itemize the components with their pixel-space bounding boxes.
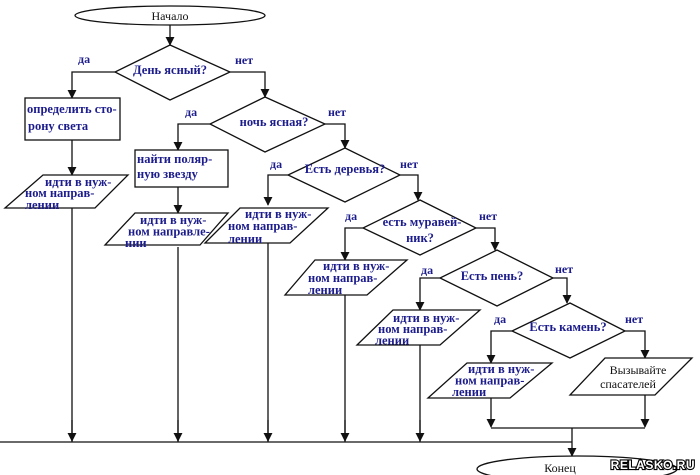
decision-label: ник?: [406, 231, 434, 245]
output-line: лении: [228, 232, 262, 246]
output-line: идти в нуж-: [140, 213, 206, 227]
decision-label: День ясный?: [133, 63, 207, 77]
decision-label: ночь ясная?: [240, 115, 309, 129]
process-line: рону света: [28, 119, 89, 133]
end-label: Конец: [544, 461, 576, 475]
output-line: лении: [375, 334, 409, 348]
output-line: идти в нуж-: [323, 259, 389, 273]
connector: [325, 123, 350, 149]
output-line: ном направ-: [378, 322, 447, 336]
output-line: ном направ-: [228, 219, 297, 233]
output-line: Вызывайте: [610, 363, 667, 377]
connector: [625, 330, 650, 359]
decision-label: Есть камень?: [529, 320, 606, 334]
output-line: спасателей: [600, 377, 656, 391]
yes-label: да: [270, 157, 282, 171]
decision-night-clear: [208, 96, 327, 153]
decision-stump: [438, 249, 555, 307]
output-call-rescuers: [568, 357, 694, 396]
merge-arrows: [67, 420, 425, 442]
output-line: лении: [308, 283, 342, 297]
connector: [553, 277, 572, 304]
no-label: нет: [400, 157, 418, 171]
no-label: нет: [479, 209, 497, 223]
watermark: RELASKO.RU: [611, 458, 695, 472]
decision-label: Есть пень?: [461, 269, 524, 283]
connector: [476, 227, 500, 251]
output-line: идти в нуж-: [245, 207, 311, 221]
decision-label: есть муравей-: [383, 215, 462, 229]
decision-label: Есть деревья?: [305, 162, 386, 176]
yes-label: да: [345, 209, 357, 223]
output-line: ном направ-: [308, 271, 377, 285]
connector: [263, 174, 288, 206]
yes-label: да: [494, 312, 506, 326]
connector: [173, 123, 210, 151]
connector: [340, 227, 363, 261]
connector: [415, 277, 440, 311]
no-label: нет: [328, 105, 346, 119]
output-line: идти в нуж-: [393, 311, 459, 325]
output-go-direction: [3, 174, 130, 209]
output-line: идти в нуж-: [468, 362, 534, 376]
process-line: определить сто-: [27, 102, 117, 116]
process-line: найти поляр-: [137, 152, 212, 166]
output-line: нии: [125, 236, 147, 250]
yes-label: да: [185, 105, 197, 119]
decision-day-clear: [113, 44, 232, 101]
decision-stone: [510, 302, 627, 359]
output-line: ном направ-: [25, 186, 94, 200]
output-line: ном направ-: [455, 374, 524, 388]
end-terminator: [476, 455, 678, 475]
decision-anthill: [361, 199, 478, 256]
connector: [486, 330, 512, 364]
start-label: Начало: [152, 9, 189, 23]
process-line: ную звезду: [137, 167, 199, 181]
output-go-direction: [283, 259, 409, 296]
output-line: идти в нуж-: [45, 175, 111, 189]
connector: [230, 71, 270, 98]
yes-label: да: [78, 52, 90, 66]
output-line: лении: [25, 198, 59, 212]
output-line: ном направле-: [128, 225, 210, 239]
output-go-direction: [203, 207, 330, 244]
no-label: нет: [625, 312, 643, 326]
output-go-direction: [355, 309, 482, 346]
no-label: нет: [235, 53, 253, 67]
decision-trees: [286, 147, 402, 203]
process-find-polaris: [134, 149, 229, 188]
output-line: лении: [452, 385, 486, 399]
output-go-direction: [103, 212, 230, 246]
no-label: нет: [555, 262, 573, 276]
output-go-direction: [426, 362, 554, 399]
connector: [400, 174, 423, 201]
connector: [67, 71, 115, 99]
yes-label: да: [421, 263, 433, 277]
